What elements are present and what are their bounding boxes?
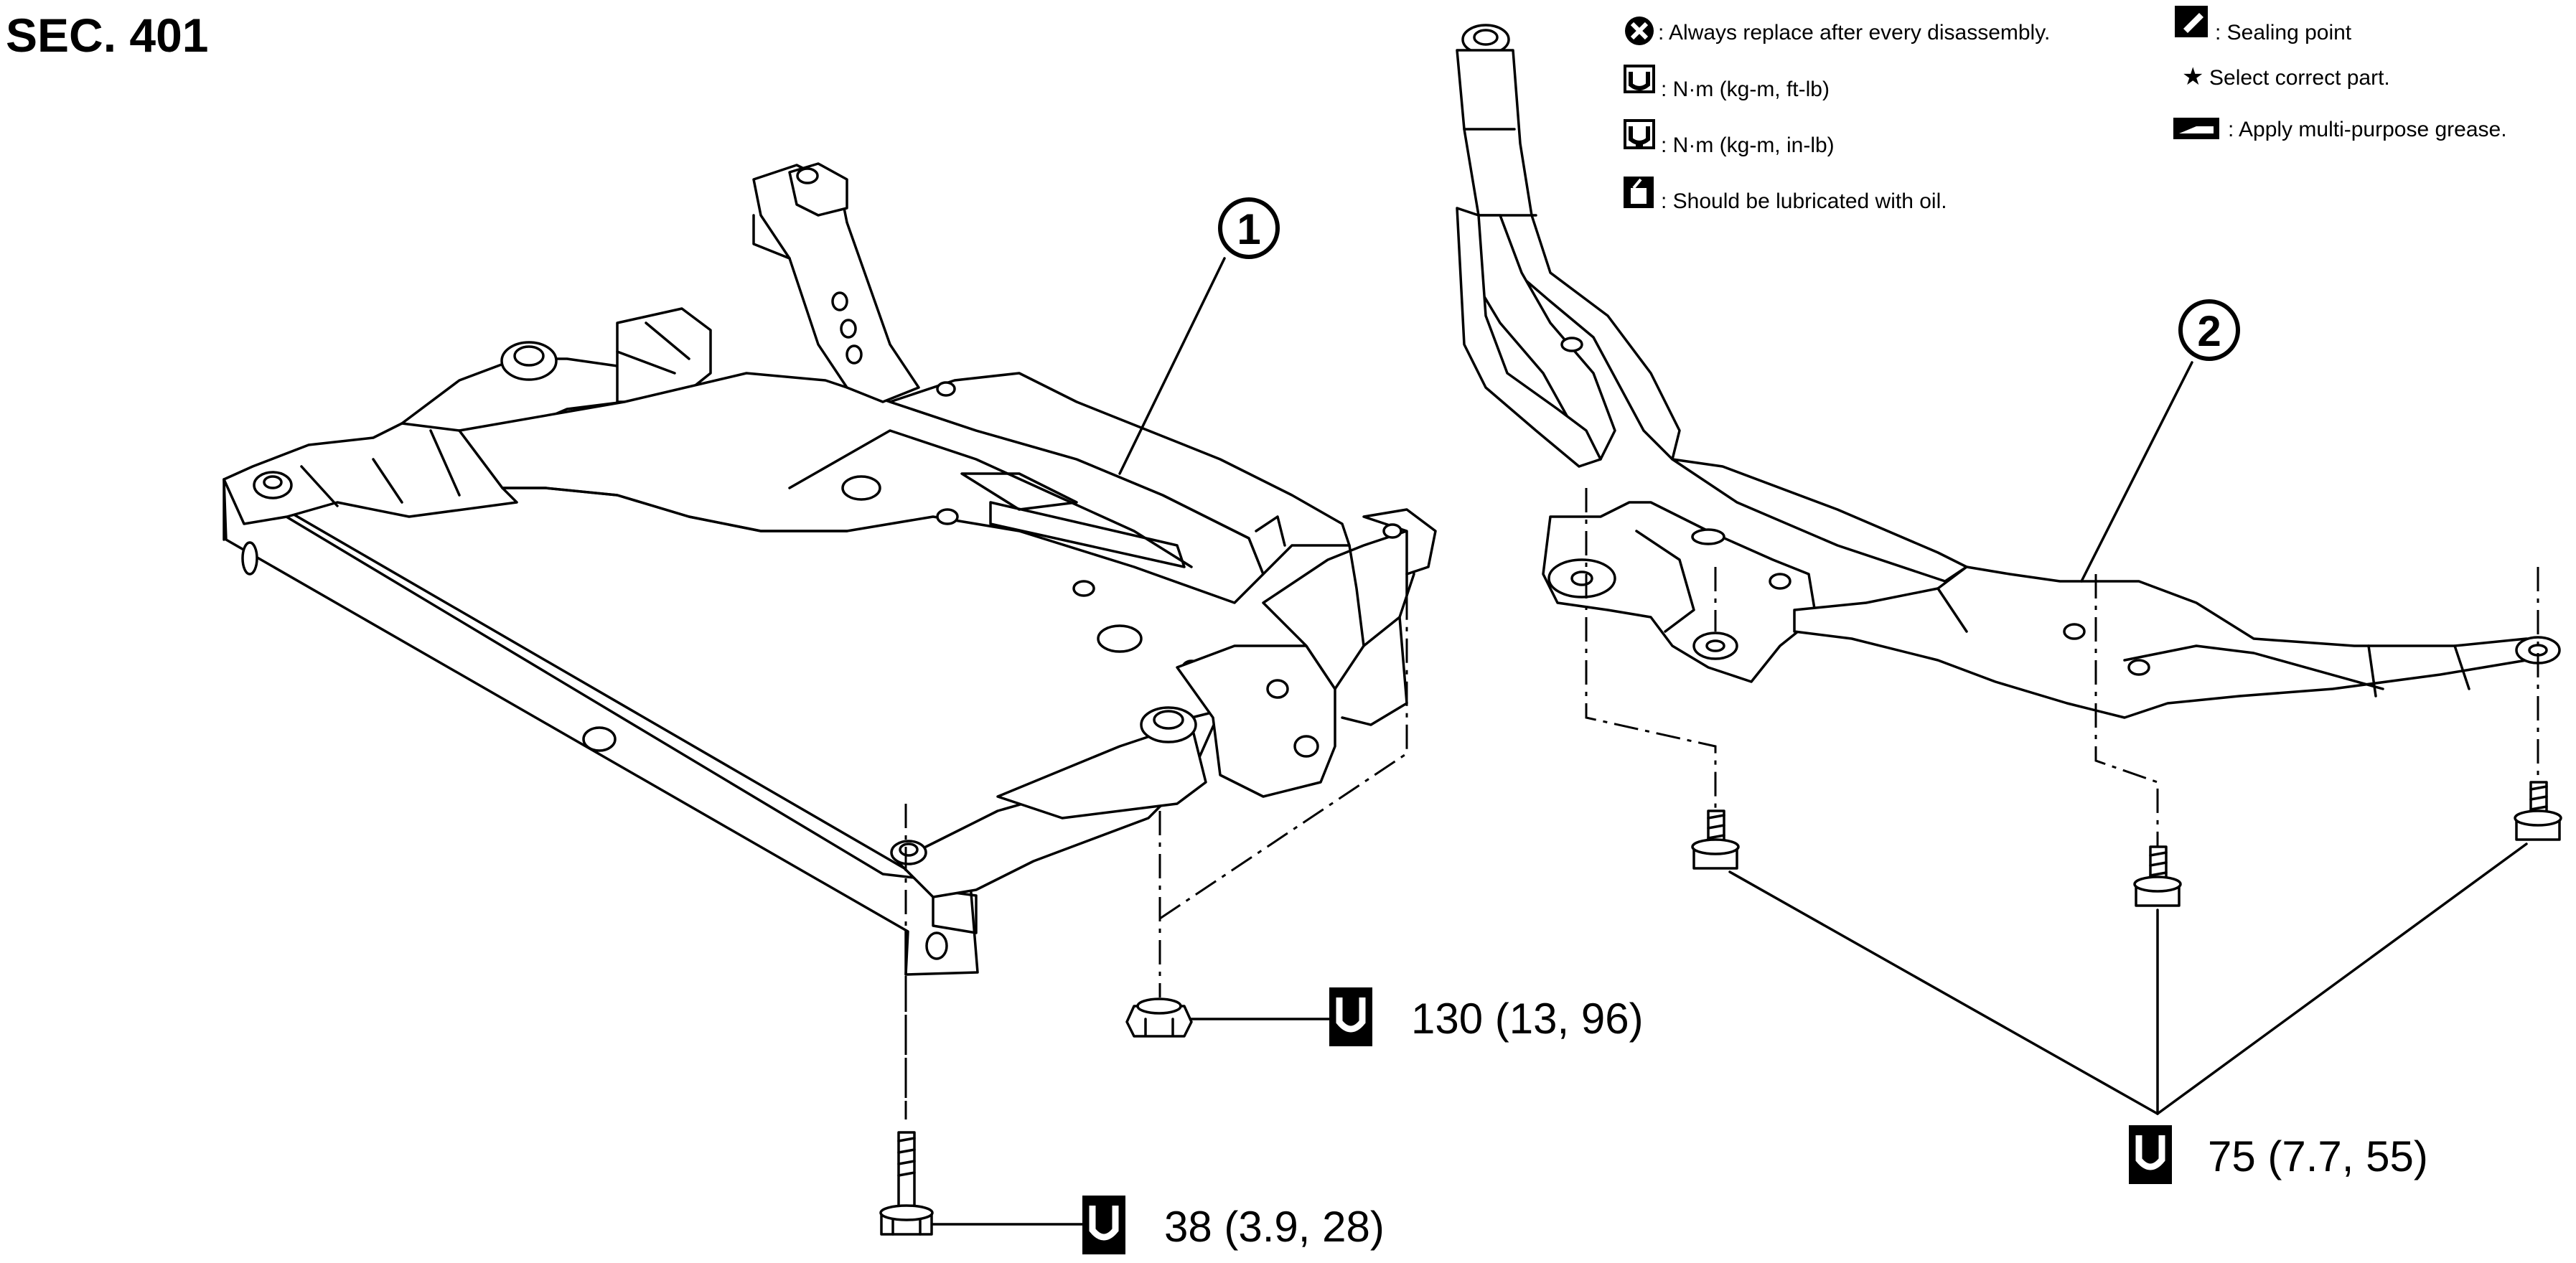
stay-lateral-arm xyxy=(1793,565,2557,719)
legend-lubricate-oil: : Should be lubricated with oil. xyxy=(1661,189,1947,213)
assembly-line-center-stay xyxy=(2094,574,2159,868)
torque-wrench-icon xyxy=(1329,987,1372,1046)
section-title: SEC. 401 xyxy=(6,9,209,62)
torque-value-rear-bolts: 75 (7.7, 55) xyxy=(2208,1132,2428,1180)
suspension-member xyxy=(223,162,1437,976)
legend-select-part: Select correct part. xyxy=(2209,66,2390,90)
stay-mount-plate xyxy=(1542,501,1817,683)
torque-wrench-icon xyxy=(2129,1125,2172,1184)
callout-1-label: 1 xyxy=(1237,205,1260,253)
torque-wrench-icon xyxy=(1082,1196,1125,1254)
torque-label-nut: 130 (13, 96) xyxy=(1329,987,1644,1046)
legend-grease: : Apply multi-purpose grease. xyxy=(2228,118,2507,141)
sealing-point-icon xyxy=(2175,6,2208,37)
grease-icon xyxy=(2173,118,2219,139)
stay-bolt-right xyxy=(2514,781,2562,841)
legend-torque-ftlb: : N·m (kg-m, ft-lb) xyxy=(1661,78,1830,101)
legend-torque-inlb: : N·m (kg-m, in-lb) xyxy=(1661,133,1835,157)
flange-nut xyxy=(1125,997,1331,1038)
legend-always-replace: : Always replace after every disassembly… xyxy=(1658,21,2050,44)
callout-2: 2 xyxy=(2080,299,2240,583)
replace-icon xyxy=(1625,17,1654,45)
legend-sealing-point: : Sealing point xyxy=(2215,21,2352,44)
oil-can-icon xyxy=(1624,177,1654,208)
torque-inlb-icon xyxy=(1624,119,1655,149)
long-bolt-front xyxy=(879,1131,1084,1236)
assembly-line-left-stay xyxy=(1585,488,1717,811)
torque-ftlb-icon xyxy=(1624,65,1655,93)
legend: : Always replace after every disassembly… xyxy=(1624,6,2507,213)
stay-bolt-center xyxy=(2133,845,2182,907)
stay-bolt-left xyxy=(1691,809,1740,870)
torque-label-rear-bolts: 75 (7.7, 55) xyxy=(2129,1125,2428,1184)
callout-1: 1 xyxy=(1118,197,1280,475)
torque-value-front-bolt: 38 (3.9, 28) xyxy=(1164,1203,1385,1251)
callout-2-label: 2 xyxy=(2197,307,2221,355)
torque-value-nut: 130 (13, 96) xyxy=(1411,995,1644,1043)
member-stay xyxy=(1456,24,2561,719)
rear-torque-leaders xyxy=(1728,842,2528,1115)
torque-label-front-bolt: 38 (3.9, 28) xyxy=(1082,1196,1385,1254)
star-icon: ★ xyxy=(2182,63,2203,90)
